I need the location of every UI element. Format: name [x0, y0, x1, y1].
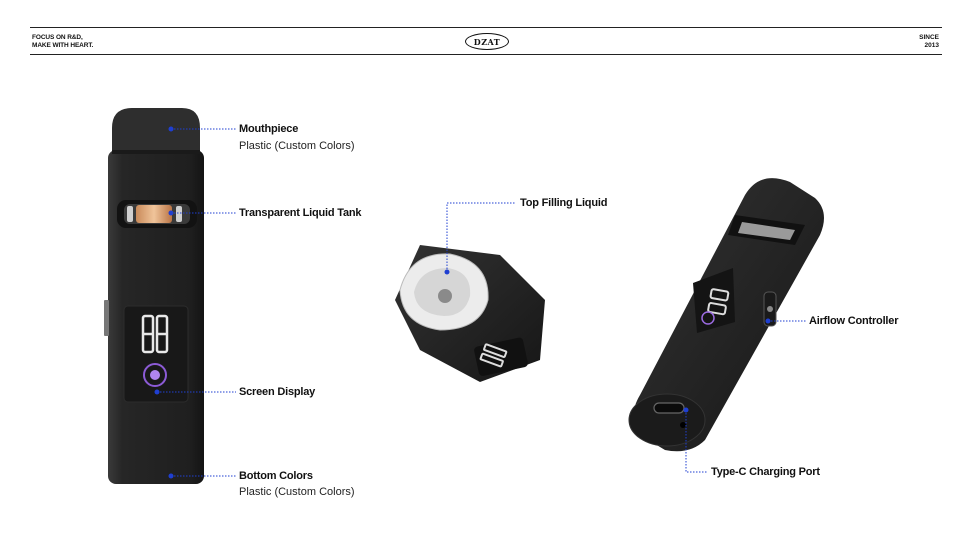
bottom-sub: Plastic (Custom Colors) — [239, 486, 355, 498]
mouthpiece-sub: Plastic (Custom Colors) — [239, 140, 355, 152]
tagline: FOCUS ON R&D, MAKE WITH HEART. — [32, 34, 93, 49]
filling-label: Top Filling Liquid — [520, 197, 608, 209]
tagline-line1: FOCUS ON R&D, — [32, 34, 83, 41]
since-line2: 2013 — [924, 41, 939, 49]
brand-logo: DZAT — [465, 33, 509, 50]
mouthpiece-label: Mouthpiece — [239, 123, 299, 135]
screen-label: Screen Display — [239, 386, 316, 398]
mouthpiece-shape — [112, 108, 200, 152]
screen-digits — [141, 314, 169, 354]
tagline-line2: MAKE WITH HEART. — [32, 41, 94, 49]
callout-dots — [154, 126, 771, 479]
since-badge: SINCE 2013 — [919, 34, 939, 49]
bottom-label: Bottom Colors — [239, 470, 313, 482]
airflow-label: Airflow Controller — [809, 315, 899, 327]
logo-text: DZAT — [473, 36, 501, 47]
tank-label: Transparent Liquid Tank — [239, 207, 362, 219]
since-line1: SINCE — [919, 34, 939, 41]
device-front-view — [104, 108, 204, 484]
header-top-rule — [30, 27, 942, 28]
header-bottom-rule — [30, 54, 942, 55]
callout-lines — [157, 128, 806, 477]
device-angled-view — [628, 178, 824, 452]
typec-label: Type-C Charging Port — [711, 466, 820, 478]
type-c-port — [653, 402, 685, 414]
liquid-tank-window — [136, 205, 172, 223]
device-top-view — [395, 245, 545, 382]
